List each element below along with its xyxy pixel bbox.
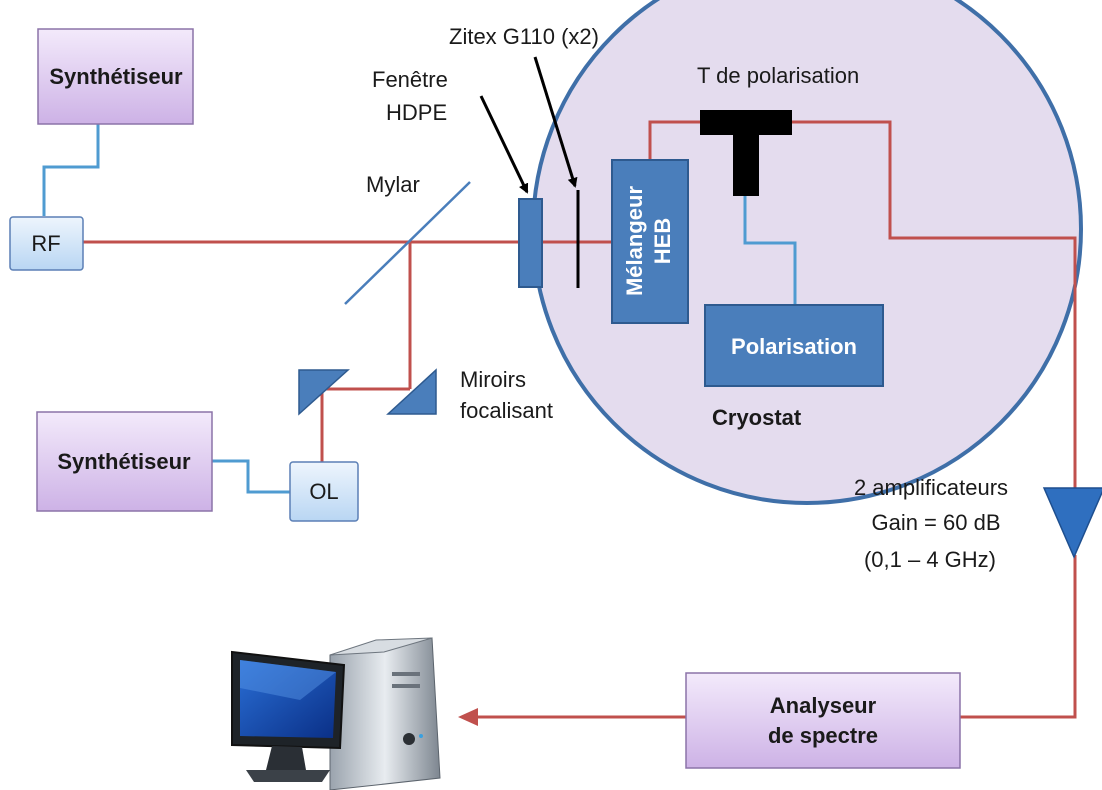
rf-label: RF xyxy=(31,231,60,256)
polarisation-box xyxy=(704,304,884,387)
computer-arrowhead xyxy=(458,708,478,726)
synthesizer-top-box xyxy=(37,28,194,125)
hdpe-window xyxy=(518,198,543,288)
ol-box xyxy=(289,461,359,522)
analyzer-label-line1: Analyseur xyxy=(770,693,877,718)
bias-t-stem xyxy=(733,110,759,196)
zitex-label: Zitex G110 (x2) xyxy=(449,24,599,49)
rf-box xyxy=(9,216,84,271)
t-polarisation-label: T de polarisation xyxy=(697,63,859,88)
t-to-polarisation-wire xyxy=(743,195,797,304)
ol-label: OL xyxy=(309,479,338,504)
synthesizer-top-label: Synthétiseur xyxy=(49,64,183,89)
fenetre-pointer-arrow xyxy=(479,95,529,194)
mirror-right-icon xyxy=(386,368,437,415)
fenetre-label-line1: Fenêtre xyxy=(372,67,448,92)
fenetre-label-line2: HDPE xyxy=(386,100,447,125)
mixer-to-t-wire xyxy=(648,120,700,160)
mirror-left-icon xyxy=(298,369,350,416)
amp-label-line3: (0,1 – 4 GHz) xyxy=(864,547,996,572)
amp-to-analyzer-wire xyxy=(960,555,1077,719)
polarisation-label: Polarisation xyxy=(731,334,857,359)
synth-rf-wire xyxy=(42,124,100,216)
miroirs-label-line2: focalisant xyxy=(460,398,553,423)
miroirs-label-line1: Miroirs xyxy=(460,367,526,392)
t-to-output-wire xyxy=(792,120,1077,500)
synth-ol-wire xyxy=(212,459,290,494)
mixer-label-line2: HEB xyxy=(650,218,675,264)
amplifier-triangle-icon xyxy=(1042,487,1102,559)
analyzer-label-line2: de spectre xyxy=(768,723,878,748)
mixer-label-line1: Mélangeur xyxy=(622,186,647,296)
zitex-pointer-arrow xyxy=(533,56,578,188)
desktop-computer-icon xyxy=(231,637,441,790)
amp-label-line2: Gain = 60 dB xyxy=(871,510,1000,535)
mylar-label: Mylar xyxy=(366,172,420,197)
cryostat-label: Cryostat xyxy=(712,405,802,430)
mylar-splitter xyxy=(344,181,471,305)
synthesizer-bottom-label: Synthétiseur xyxy=(57,449,191,474)
amp-label-line1: 2 amplificateurs xyxy=(854,475,1008,500)
heb-mixer-box xyxy=(611,159,689,324)
analyzer-box xyxy=(685,672,961,769)
synthesizer-bottom-box xyxy=(36,411,213,512)
